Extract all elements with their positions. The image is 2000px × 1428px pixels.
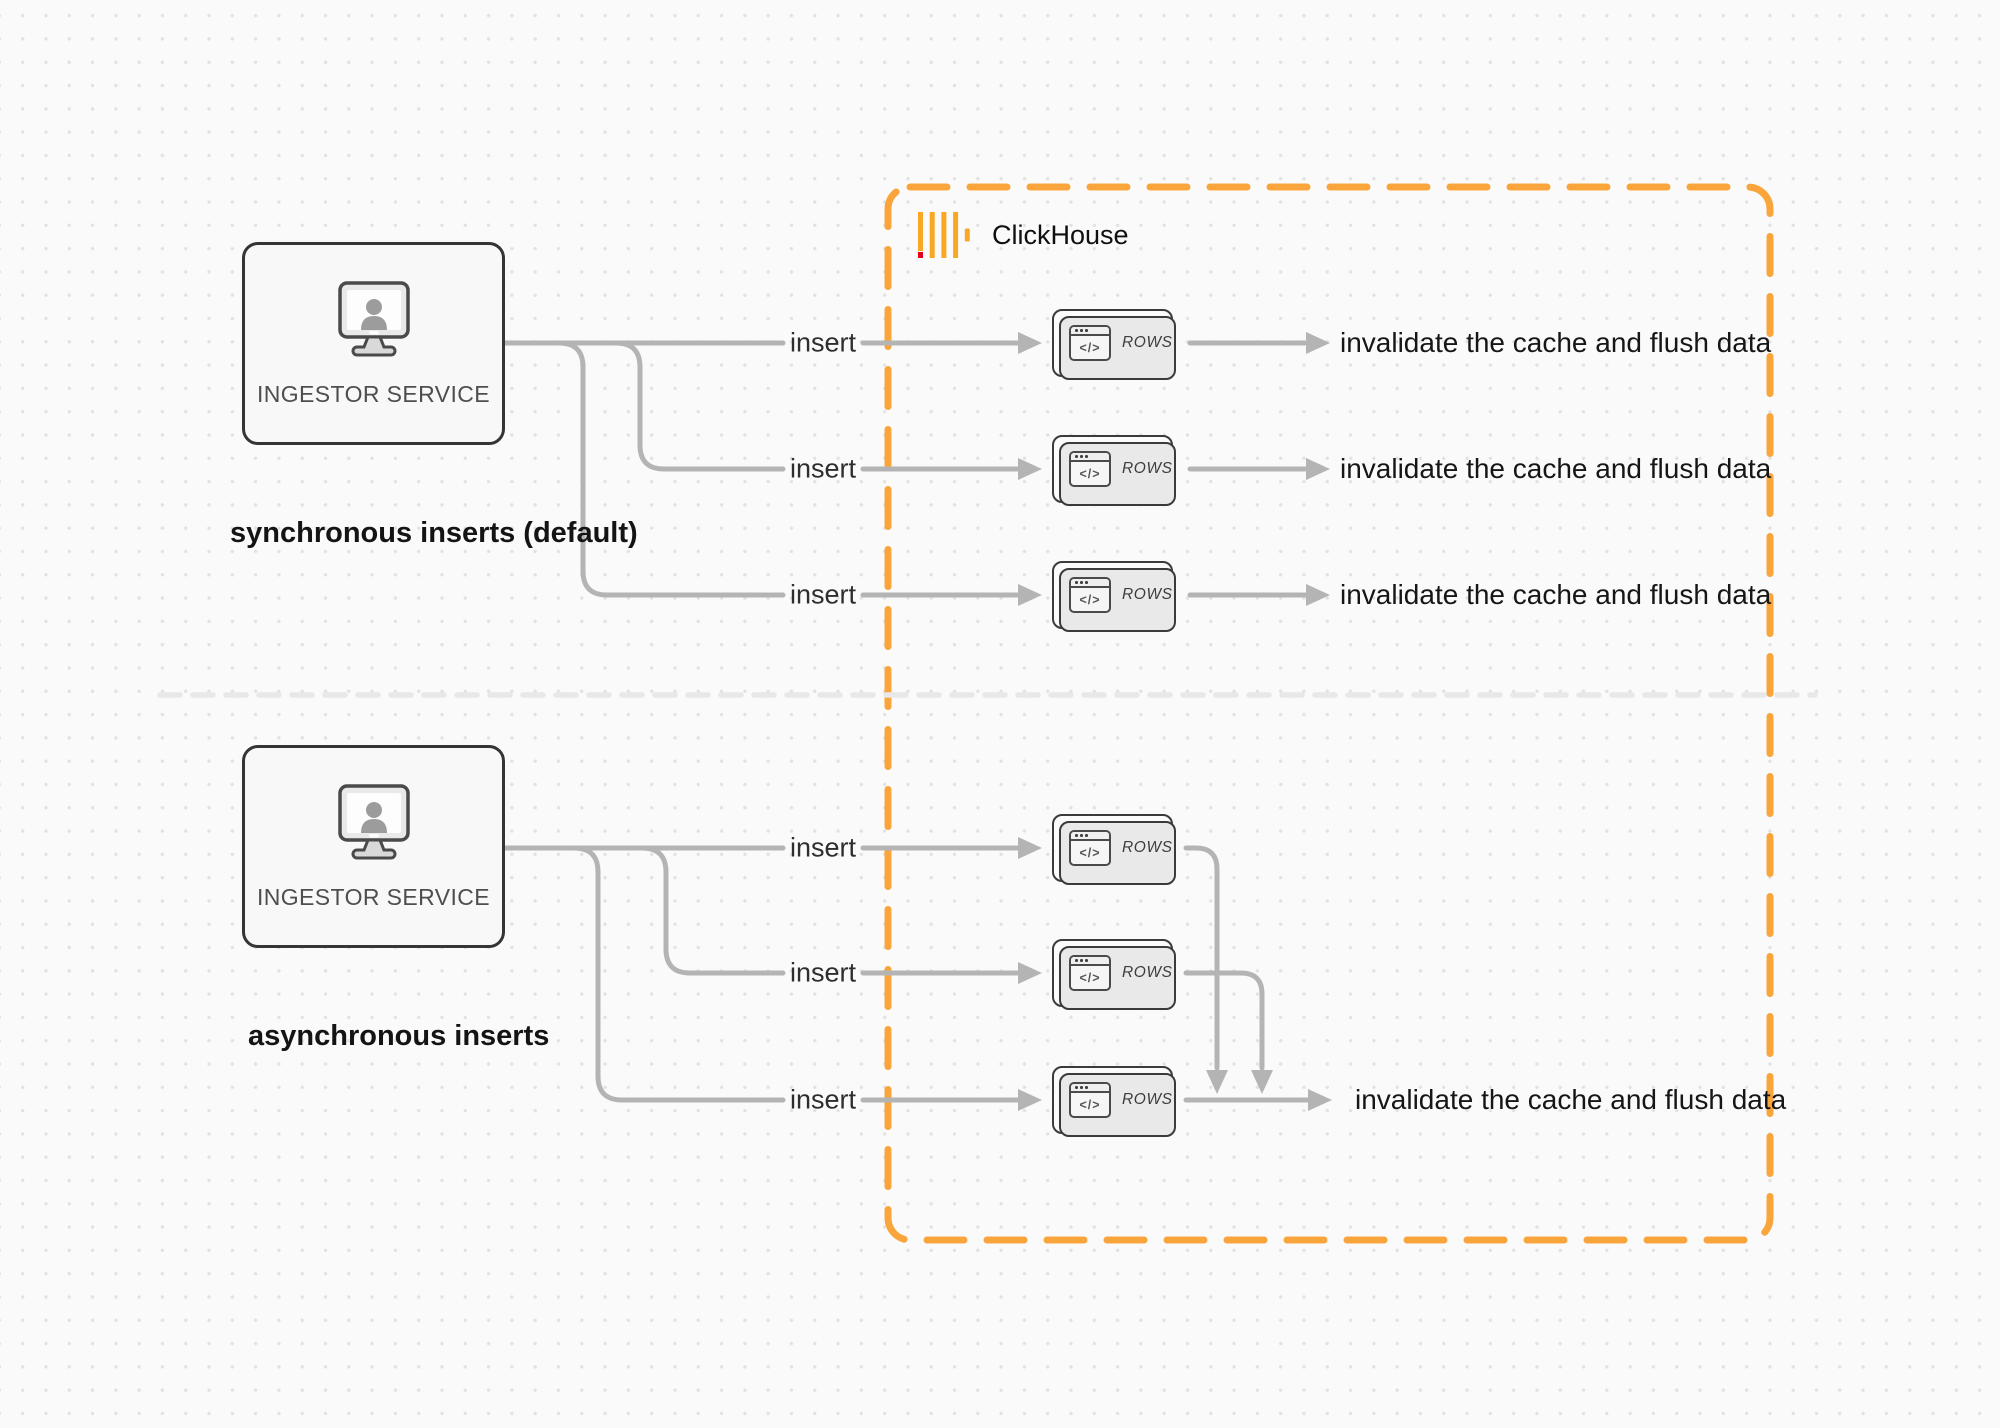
service-label: INGESTOR SERVICE [256,381,491,407]
code-window-icon: </> [1069,955,1111,991]
arrowhead-right [1306,584,1330,606]
arrowhead-down [1251,1070,1273,1094]
code-window-icon: </> [1069,451,1111,487]
window-dots-icon [1071,1084,1109,1093]
code-glyph: </> [1079,466,1101,481]
code-window-icon: </> [1069,325,1111,361]
clickhouse-bars-icon [918,212,970,258]
rows-label: ROWS [1122,334,1173,351]
rows-label: ROWS [1122,1091,1173,1108]
insert-label: insert [789,832,857,863]
invalidate-label: invalidate the cache and flush data [1340,327,1772,358]
clickhouse-red-mark [918,252,923,258]
user-icon [360,802,387,833]
arrowhead-right [1308,1089,1332,1111]
window-dots-icon [1071,832,1109,841]
arrowhead-down [1206,1070,1228,1094]
code-glyph: </> [1079,340,1101,355]
arrowhead-right [1306,332,1330,354]
monitor-user-icon [337,281,410,357]
window-dots-icon [1071,327,1109,336]
rows-card: </> ROWS [1052,309,1176,380]
invalidate-label: invalidate the cache and flush data [1340,453,1772,484]
rows-card: </> ROWS [1052,561,1176,632]
arrowhead-right [1018,584,1042,606]
invalidate-label: invalidate the cache and flush data [1355,1084,1787,1115]
code-glyph: </> [1079,592,1101,607]
window-dots-icon [1071,453,1109,462]
clickhouse-boundary [884,183,1774,1244]
sync-branch-row2 [613,340,786,472]
code-glyph: </> [1079,845,1101,860]
rows-label: ROWS [1122,586,1173,603]
window-dots-icon [1071,957,1109,966]
rows-label: ROWS [1122,839,1173,856]
rows-card: </> ROWS [1052,435,1176,506]
arrowhead-right [1018,332,1042,354]
sync-section-caption: synchronous inserts (default) [230,517,638,549]
clickhouse-label: ClickHouse [992,220,1129,250]
arrowhead-right [1018,1089,1042,1111]
clickhouse-logo: ClickHouse [918,212,1129,259]
sync-connectors [502,340,1308,598]
async-branch-row3 [571,845,786,1103]
insert-label: insert [789,957,857,988]
monitor-user-icon [337,784,410,860]
rows-card: </> ROWS [1052,1066,1176,1137]
code-glyph: </> [1079,1097,1101,1112]
rows-label: ROWS [1122,964,1173,981]
user-icon [360,299,387,330]
ingestor-service-box-async: INGESTOR SERVICE [242,745,505,948]
async-section-caption: asynchronous inserts [248,1020,550,1052]
window-dots-icon [1071,579,1109,588]
sync-branch-row3 [556,340,786,598]
insert-label: insert [789,1084,857,1115]
arrowhead-right [1018,837,1042,859]
rows-card: </> ROWS [1052,814,1176,885]
code-window-icon: </> [1069,830,1111,866]
service-label: INGESTOR SERVICE [256,884,491,910]
insert-label: insert [789,327,857,358]
code-window-icon: </> [1069,577,1111,613]
invalidate-label: invalidate the cache and flush data [1340,579,1772,610]
arrowhead-right [1306,458,1330,480]
arrowhead-right [1018,458,1042,480]
async-connectors [502,845,1311,1103]
async-flush-line2 [1183,970,1265,1071]
code-glyph: </> [1079,970,1101,985]
insert-label: insert [789,453,857,484]
arrowheads [1018,332,1332,1111]
insert-label: insert [789,579,857,610]
arrowhead-right [1018,962,1042,984]
ingestor-service-box-sync: INGESTOR SERVICE [242,242,505,445]
async-flush-line1 [1183,845,1220,1071]
rows-label: ROWS [1122,460,1173,477]
rows-card: </> ROWS [1052,939,1176,1010]
async-branch-row2 [639,845,786,976]
code-window-icon: </> [1069,1082,1111,1118]
